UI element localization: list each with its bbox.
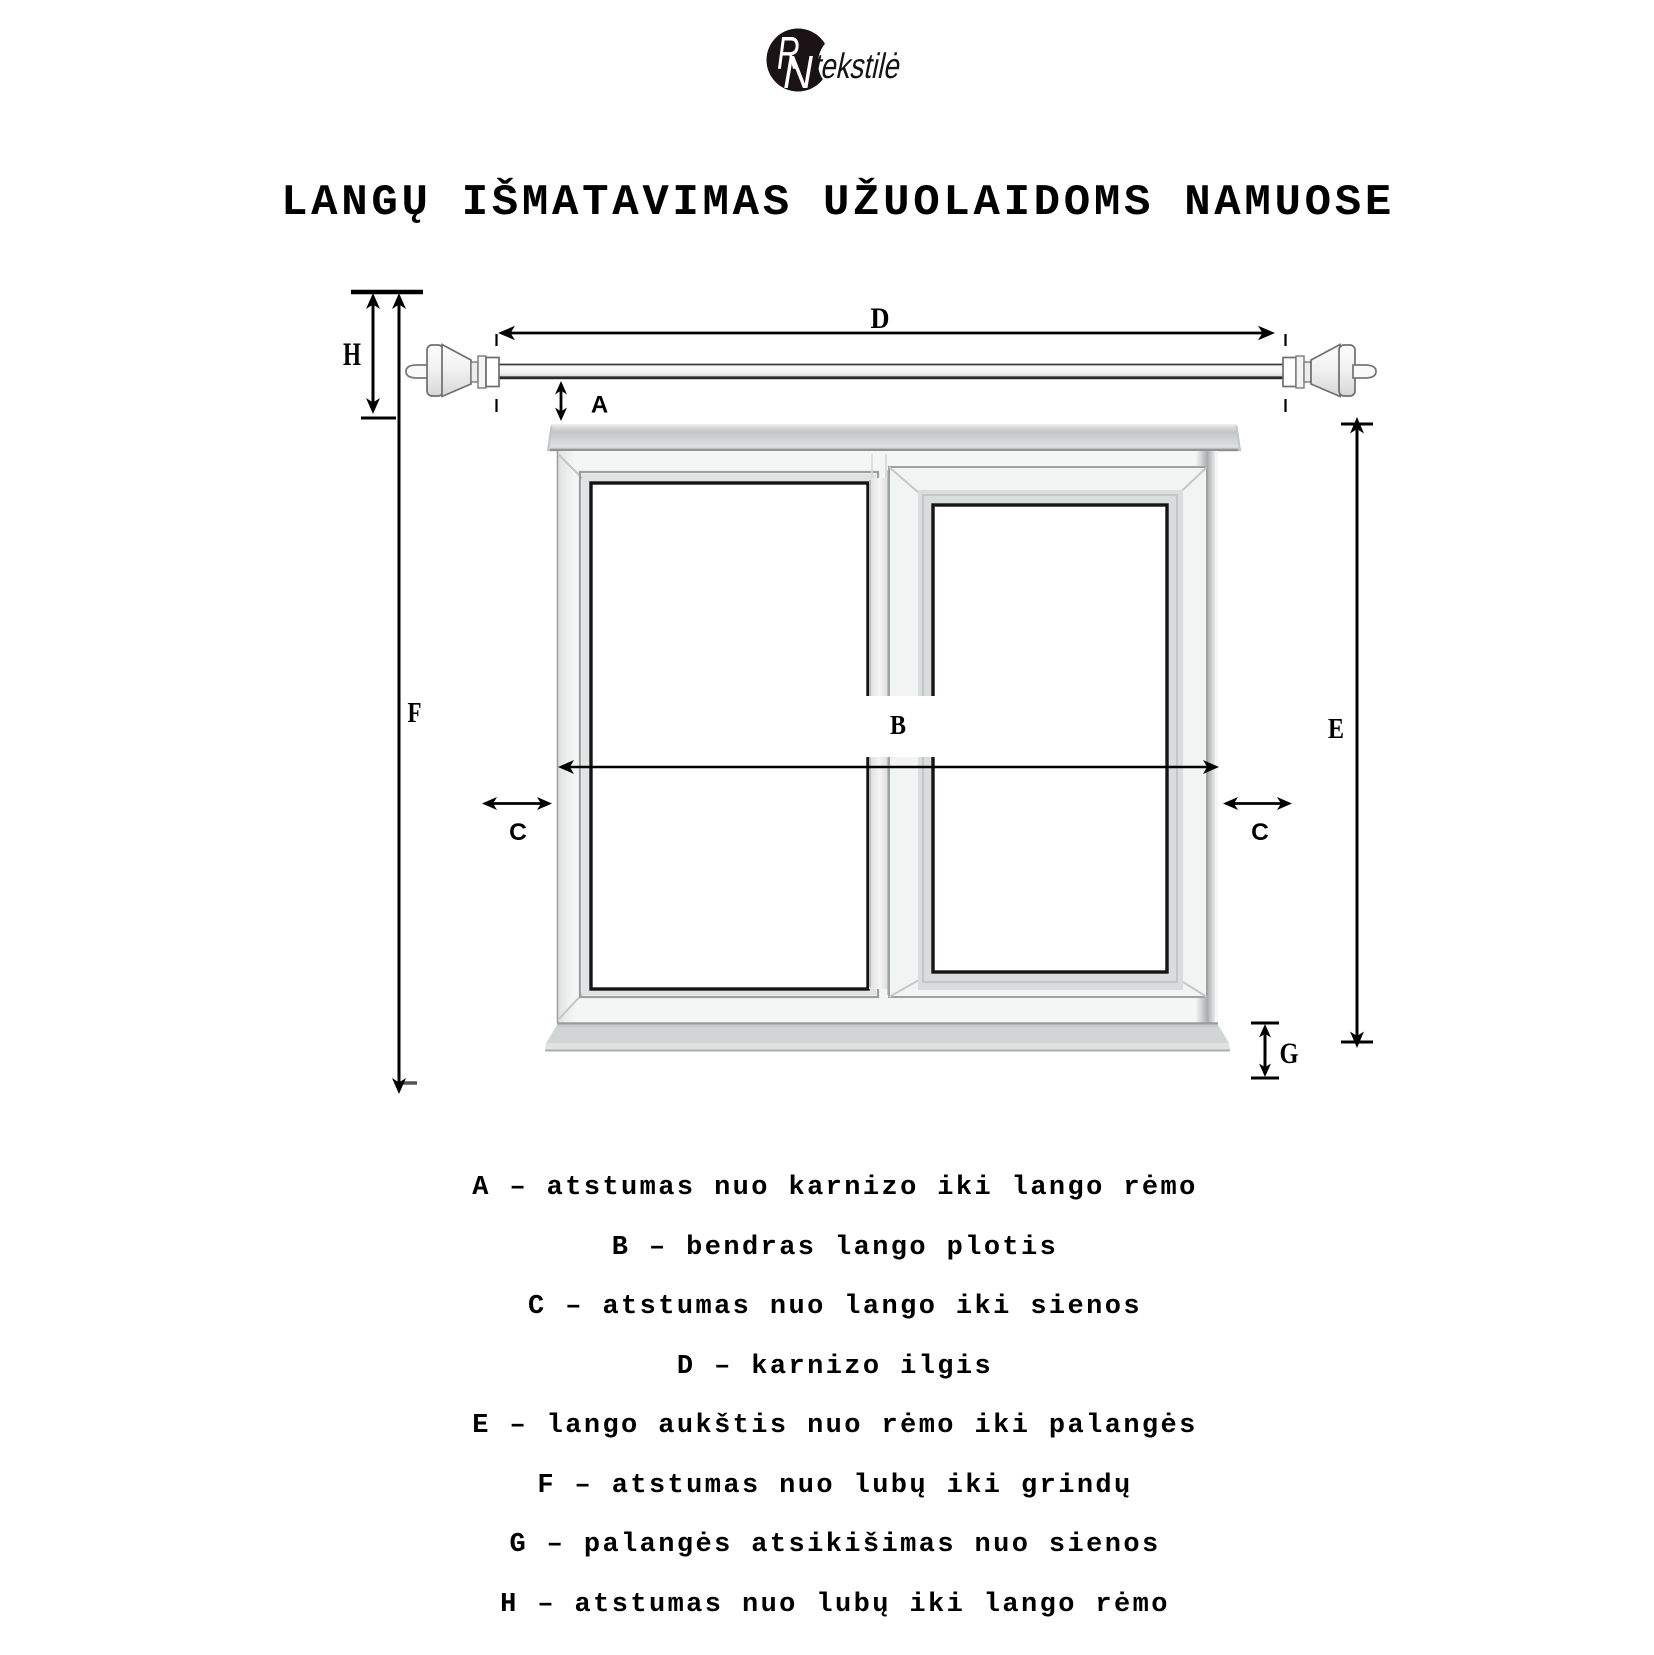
svg-text:C – atstumas nuo lango iki sie: C – atstumas nuo lango iki sienos [528,1292,1142,1322]
svg-text:B – bendras lango plotis: B – bendras lango plotis [612,1233,1058,1263]
svg-text:B: B [890,710,906,740]
svg-text:D: D [871,302,890,335]
svg-text:A – atstumas nuo karnizo iki l: A – atstumas nuo karnizo iki lango rėmo [472,1173,1198,1203]
svg-text:LANGŲ IŠMATAVIMAS UŽUOLAIDOMS: LANGŲ IŠMATAVIMAS UŽUOLAIDOMS NAMUOSE [281,176,1395,228]
svg-text:G – palangės atsikišimas nuo s: G – palangės atsikišimas nuo sienos [509,1530,1160,1560]
svg-text:R: R [777,28,800,79]
svg-text:E: E [1328,713,1344,745]
svg-text:A: A [591,392,608,419]
svg-text:H: H [343,337,361,373]
svg-text:tekstilė: tekstilė [810,46,905,86]
svg-text:N: N [783,47,813,99]
svg-text:G: G [1280,1037,1299,1070]
svg-text:F – atstumas nuo lubų iki grin: F – atstumas nuo lubų iki grindų [537,1471,1132,1501]
svg-text:C: C [509,819,527,846]
svg-text:E – lango aukštis nuo rėmo iki: E – lango aukštis nuo rėmo iki palangės [472,1411,1198,1441]
svg-text:H – atstumas nuo lubų iki lang: H – atstumas nuo lubų iki lango rėmo [500,1590,1170,1620]
svg-text:D – karnizo ilgis: D – karnizo ilgis [677,1352,993,1382]
svg-text:F: F [408,697,422,729]
svg-text:C: C [1251,819,1269,846]
